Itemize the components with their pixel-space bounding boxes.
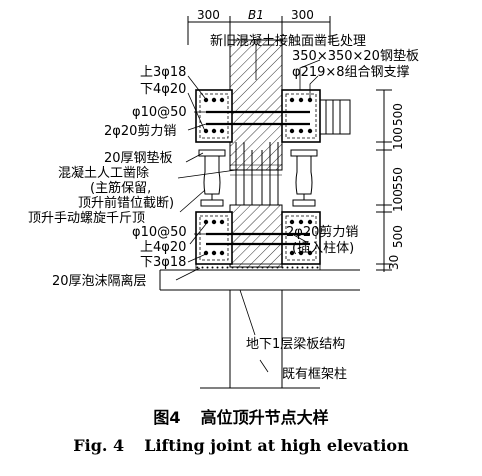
dim-right-500-upper: 500: [391, 103, 405, 126]
figure-caption-cn: 图4 高位顶升节点大样: [0, 404, 482, 428]
label-concrete-chisel: 混凝土人工凿除: [58, 165, 149, 181]
gap-zone: [230, 142, 282, 205]
label-shear-pin-lower: 2φ20剪力销: [286, 224, 358, 240]
figure-number-en: Fig. 4: [73, 436, 125, 455]
label-steel-pad-plate: 350×350×20钢垫板: [292, 48, 419, 64]
label-bottom-4phi20: 下4φ20: [140, 82, 186, 97]
figure-title-cn: 高位顶升节点大样: [200, 408, 329, 427]
figure-caption-en: Fig. 4 Lifting joint at high elevation: [0, 436, 482, 455]
lower-beam-right: [281, 211, 321, 265]
top-dimension-line: [187, 16, 331, 45]
label-phi10-at50-lower: φ10@50: [132, 225, 187, 240]
leader-lines: [175, 44, 321, 373]
figure-number-cn: 图4: [153, 408, 181, 427]
dim-top-right: 300: [291, 8, 314, 22]
right-dimension-line: [376, 89, 392, 272]
figure-title-en: Lifting joint at high elevation: [144, 436, 409, 455]
label-bar-keep: (主筋保留,: [90, 180, 151, 196]
label-basement-slab: 地下1层梁板结构: [246, 337, 345, 352]
label-bottom-3phi18: 下3φ18: [140, 255, 186, 270]
dim-right-100-lower: 100: [391, 189, 405, 212]
label-existing-column: 既有框架柱: [282, 367, 347, 382]
dim-top-mid: B1: [248, 8, 264, 22]
basement-slab-structure: [159, 269, 360, 389]
jack-right: [290, 149, 318, 207]
dim-right-30: 30: [387, 255, 401, 270]
steel-support-right: [319, 99, 351, 135]
label-pad-20: 20厚钢垫板: [104, 150, 173, 166]
lower-beam-left: [195, 211, 233, 265]
label-cut-before-lift: 顶升前错位截断): [78, 195, 174, 211]
foam-isolation-layer: [195, 263, 321, 271]
label-top-3phi18: 上3φ18: [140, 65, 186, 80]
label-steel-support: φ219×8组合钢支撑: [292, 65, 410, 80]
label-insert-column: (插入柱体): [292, 241, 354, 256]
label-shear-pin-2phi20: 2φ20剪力销: [104, 123, 176, 139]
dim-right-500-lower: 500: [391, 225, 405, 248]
label-foam-layer: 20厚泡沫隔离层: [52, 273, 147, 289]
upper-beam-left: [195, 89, 233, 143]
label-top-4phi20: 上4φ20: [140, 240, 186, 255]
shear-pins-upper: [206, 110, 310, 126]
dim-right-100-upper: 100: [391, 127, 405, 150]
dim-right-550: 550: [391, 167, 405, 190]
existing-column-upper: [229, 204, 283, 268]
dim-top-left: 300: [197, 8, 220, 22]
label-phi10-at50-upper: φ10@50: [132, 105, 187, 120]
label-interface-treatment: 新旧混凝土接触面凿毛处理: [210, 33, 366, 49]
jack-left: [198, 149, 226, 207]
upper-beam-right: [281, 89, 321, 143]
label-manual-jack: 顶升手动螺旋千斤顶: [28, 211, 145, 226]
